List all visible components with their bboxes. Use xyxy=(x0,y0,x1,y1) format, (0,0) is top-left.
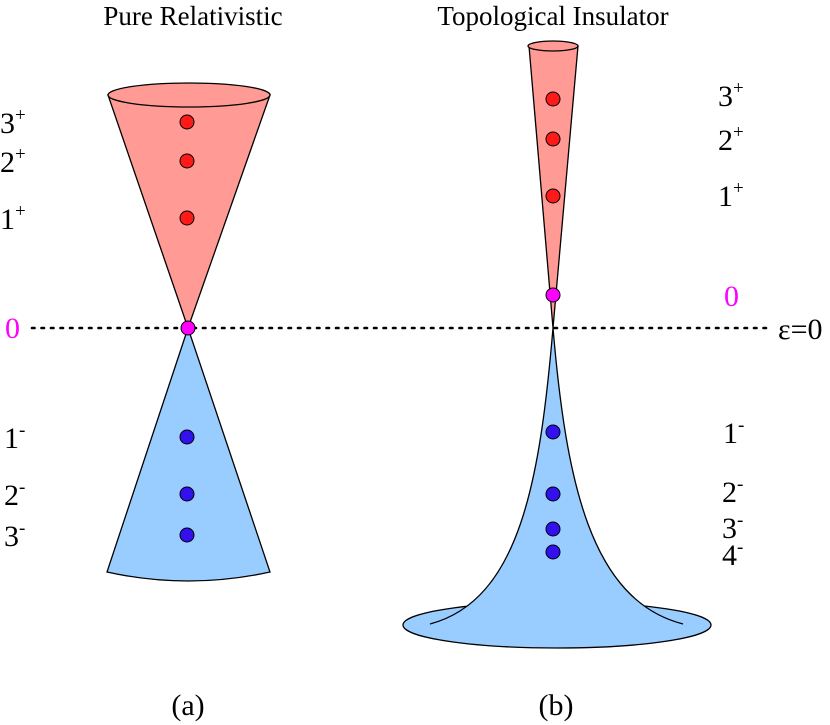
panel-b-label-3minus: 3- xyxy=(722,510,743,545)
panel-b-upper-cone xyxy=(528,45,579,329)
panel-b-level-dot-1minus xyxy=(545,424,561,440)
panel-b-upper-cone-rim xyxy=(527,40,579,52)
panel-a-title: Pure Relativistic xyxy=(103,1,282,31)
panel-b-level-dot-2plus xyxy=(545,131,561,147)
panel-a: Pure Relativistic 3+ 2+ 1+ 0 1- 2- 3- (a… xyxy=(0,1,283,722)
panel-a-lower-cone xyxy=(106,325,271,582)
panel-b-label-1plus: 1+ xyxy=(718,178,744,213)
panel-a-level-dot-1plus xyxy=(179,210,195,226)
panel-b-label-3plus: 3+ xyxy=(718,78,744,113)
panel-b-level-dot-2minus xyxy=(545,486,561,502)
panel-a-level-dot-2plus xyxy=(179,153,195,169)
panel-a-label-3plus: 3+ xyxy=(0,105,26,140)
panel-b-level-dot-zero xyxy=(545,287,561,303)
panel-a-label-1minus: 1- xyxy=(4,420,25,455)
panel-b-label-4minus: 4- xyxy=(722,537,743,572)
panel-b-caption: (b) xyxy=(539,689,574,722)
panel-a-caption: (a) xyxy=(171,689,204,722)
panel-b-level-dot-3minus xyxy=(545,521,561,537)
panel-b-level-dot-4minus xyxy=(545,544,561,560)
panel-b-level-dot-1plus xyxy=(545,188,561,204)
panel-b-label-1minus: 1- xyxy=(723,415,744,450)
panel-a-label-1plus: 1+ xyxy=(0,201,26,236)
panel-b-label-2minus: 2- xyxy=(722,474,743,509)
panel-b-title: Topological Insulator xyxy=(437,1,668,31)
panel-a-upper-cone-rim xyxy=(107,82,271,108)
panel-a-label-2minus: 2- xyxy=(4,477,25,512)
panel-a-label-2plus: 2+ xyxy=(0,144,26,179)
panel-b-label-2plus: 2+ xyxy=(718,122,744,157)
panel-a-level-dot-3minus xyxy=(179,527,195,543)
panel-a-level-dot-zero xyxy=(180,320,196,336)
panel-a-level-dot-1minus xyxy=(179,429,195,445)
panel-b-label-zero: 0 xyxy=(724,280,739,313)
panel-a-label-zero: 0 xyxy=(5,312,20,345)
panel-a-level-dot-3plus xyxy=(179,114,195,130)
energy-zero-label: ε=0 xyxy=(778,313,823,346)
panel-a-level-dot-2minus xyxy=(179,486,195,502)
panel-b-level-dot-3plus xyxy=(545,91,561,107)
panel-b: Topological Insulator 3+ 2+ 1+ 0 1- 2- 3… xyxy=(402,1,744,722)
panel-b-lower-cone xyxy=(430,328,683,624)
panel-a-label-3minus: 3- xyxy=(4,518,25,553)
